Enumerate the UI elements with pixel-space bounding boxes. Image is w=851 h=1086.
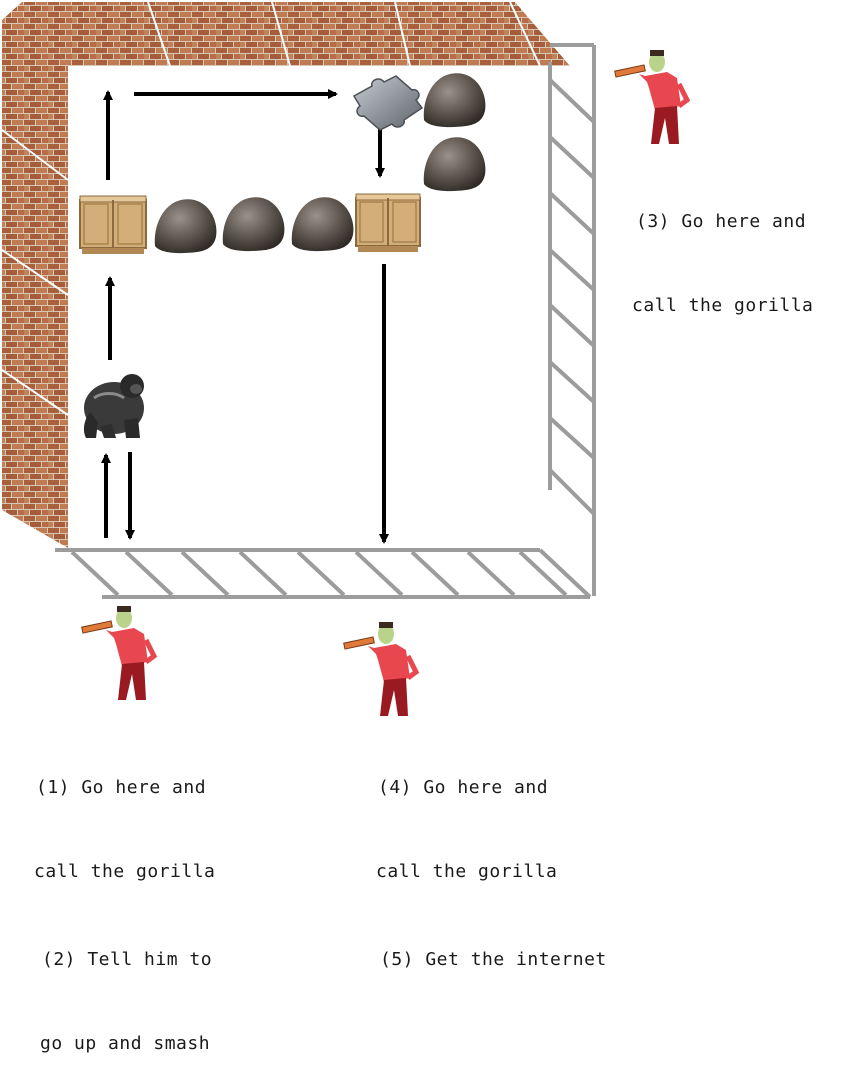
gorilla-icon <box>83 374 144 438</box>
wooden-crate-icon <box>79 195 147 254</box>
step-2-line-2: go up and smash <box>40 1033 211 1054</box>
wooden-crate-icon <box>355 193 421 252</box>
puzzle-piece-icon <box>352 75 424 131</box>
man-with-telescope-icon <box>343 622 420 716</box>
man-with-telescope-icon <box>81 606 158 700</box>
step-1-line-1: (1) Go here and <box>36 777 207 798</box>
step-1-2-caption: (1) Go here and call the gorilla (2) Tel… <box>34 718 215 1086</box>
step-5-line: (5) Get the internet <box>380 949 607 970</box>
rock-icon <box>222 197 285 252</box>
left-brick-wall <box>1 2 69 548</box>
step-2-line-1: (2) Tell him to <box>42 949 213 970</box>
step-3-caption: (3) Go here and call the gorilla <box>632 152 813 348</box>
step-3-line-1: (3) Go here and <box>636 211 807 232</box>
rock-icon <box>291 197 354 252</box>
rock-icon <box>423 137 486 192</box>
bottom-fence <box>55 548 592 599</box>
rock-icon <box>154 199 217 254</box>
step-4-5-caption: (4) Go here and call the gorilla (5) Get… <box>376 718 607 1002</box>
step-1-line-2: call the gorilla <box>34 861 216 882</box>
top-brick-wall <box>22 1 570 67</box>
man-with-telescope-icon <box>614 50 691 144</box>
rock-icon <box>423 73 486 128</box>
step-4-line-1: (4) Go here and <box>378 777 549 798</box>
path-arrows <box>101 89 389 544</box>
step-4-line-2: call the gorilla <box>376 861 558 882</box>
step-3-line-2: call the gorilla <box>632 295 814 316</box>
right-fence <box>548 43 596 596</box>
puzzle-diagram <box>1 1 691 716</box>
